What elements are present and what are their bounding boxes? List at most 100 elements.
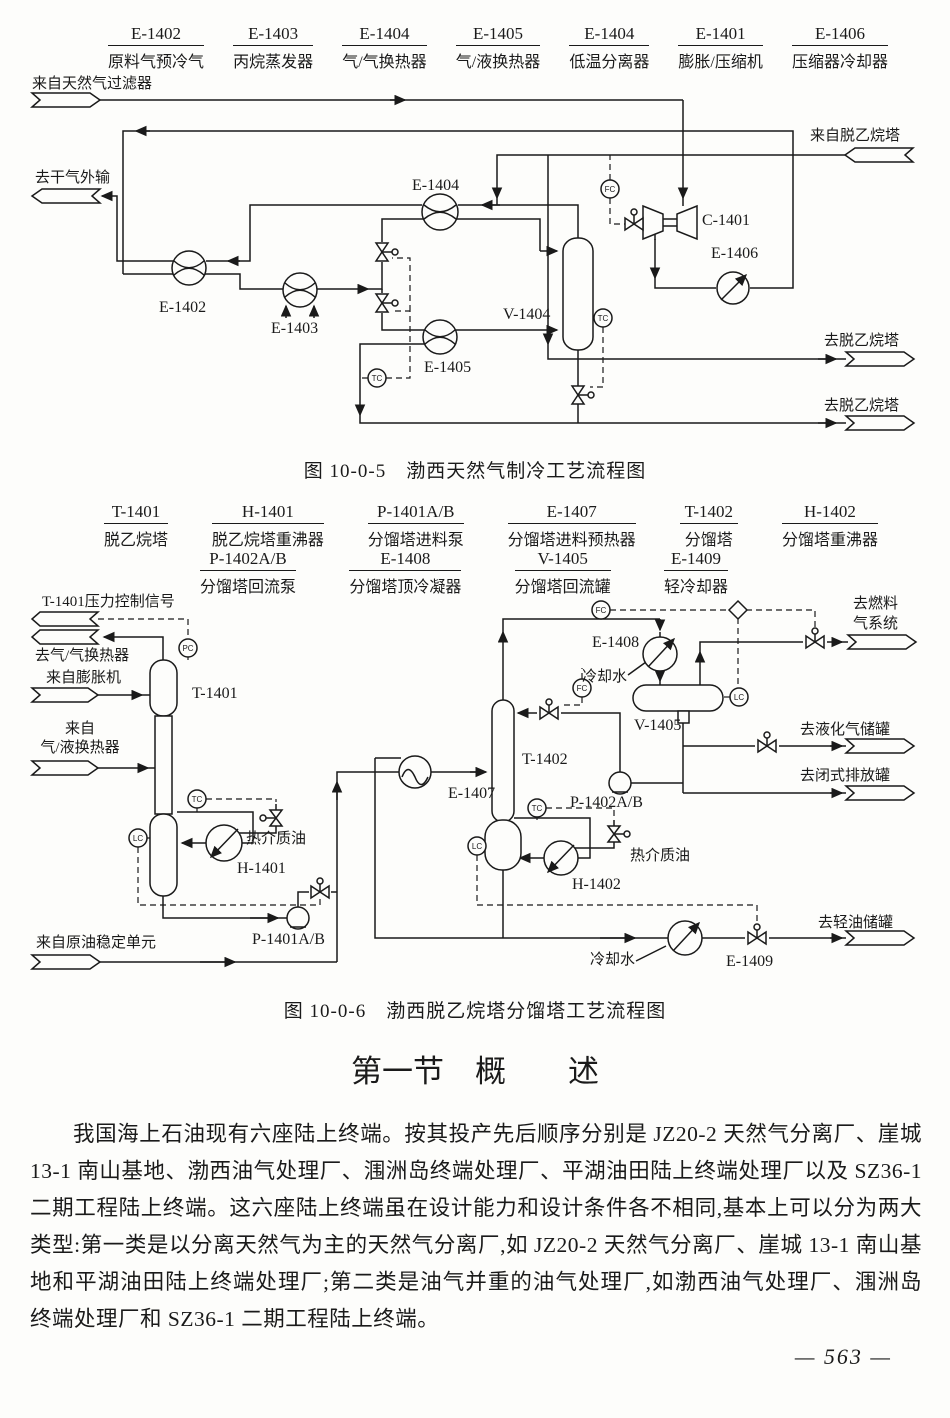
process-lines — [100, 94, 846, 429]
banner-in-expander — [30, 687, 100, 703]
legend-item: P-1402A/B 分馏塔回流泵 — [200, 549, 297, 597]
reboiler-h1402 — [543, 840, 579, 876]
banner-out-gasgas-hx — [30, 629, 100, 645]
equipment-name: 轻冷却器 — [663, 579, 728, 596]
equipment-tag: H-1401 — [211, 502, 324, 524]
banner-pressure-signal — [30, 611, 100, 627]
instrument-label: FC — [596, 606, 607, 615]
equipment-label: E-1409 — [726, 953, 773, 970]
equipment-label: E-1407 — [448, 785, 495, 802]
heat-exchanger-e1404 — [421, 193, 459, 231]
equipment-name: 气/气换热器 — [342, 54, 427, 71]
stream-label: 来自脱乙烷塔 — [810, 127, 900, 144]
banner-in-crude-unit — [30, 954, 102, 970]
instrument-label: FC — [605, 185, 616, 194]
instrument-lc-3: LC — [467, 836, 487, 856]
heat-exchanger-e1405 — [422, 319, 458, 355]
equipment-tag: E-1407 — [507, 502, 636, 524]
stream-banner-out-deethanizer-1 — [844, 351, 916, 367]
stream-label: 去轻油储罐 — [818, 914, 893, 931]
instrument-label: LC — [472, 842, 482, 851]
equipment-name: 分馏塔进料预热器 — [507, 532, 636, 549]
figure1-caption: 图 10-0-5 渤西天然气制冷工艺流程图 — [303, 461, 647, 482]
stream-label: 去燃料 — [853, 594, 898, 612]
equipment-tag: T-1401 — [104, 502, 169, 524]
equipment-name: 压缩器冷却器 — [791, 54, 888, 71]
pump-p1402 — [608, 771, 632, 795]
stream-label: 去闭式排放罐 — [800, 767, 890, 784]
process-lines — [98, 618, 848, 968]
stream-banner-in-filter — [30, 92, 102, 108]
fuel-gas-valve — [805, 627, 825, 650]
equipment-label: E-1405 — [424, 359, 471, 376]
stream-banner-in-deethanizer — [843, 147, 915, 163]
equipment-name: 分馏塔回流罐 — [514, 579, 611, 596]
equipment-tag: E-1403 — [233, 24, 314, 46]
body-paragraph: 我国海上石油现有六座陆上终端。按其投产先后顺序分别是 JZ20-2 天然气分离厂… — [30, 1122, 922, 1331]
instrument-label: TC — [598, 314, 609, 323]
utility-label: 热介质油 — [246, 830, 306, 847]
instrument-lc-2: LC — [729, 687, 749, 707]
reflux-valve — [539, 698, 559, 721]
legend-item: V-1405 分馏塔回流罐 — [514, 549, 611, 597]
jt-valve-2 — [374, 293, 399, 313]
stream-label: 去干气外输 — [35, 169, 110, 186]
legend-item: T-1402 分馏塔 — [679, 502, 739, 550]
equipment-tag: T-1402 — [679, 502, 739, 524]
equipment-tag: E-1401 — [678, 24, 763, 46]
figure2-legend-row2: P-1402A/B 分馏塔回流泵 E-1408 分馏塔顶冷凝器 V-1405 分馏塔回… — [200, 549, 728, 597]
legend-item: E-1407 分馏塔进料预热器 — [507, 502, 636, 550]
equipment-tag: V-1405 — [514, 549, 611, 571]
banner-out-light-oil — [844, 930, 916, 946]
instrument-fc-1: FC — [591, 600, 611, 620]
equipment-name: 脱乙烷塔重沸器 — [211, 532, 324, 549]
heat-exchanger-e1402 — [171, 250, 207, 286]
banner-in-gasliquid-hx — [30, 760, 100, 776]
logic-diamond — [727, 599, 749, 621]
banner-out-lpg — [844, 738, 916, 754]
equipment-label: C-1401 — [702, 212, 750, 229]
equipment-name: 分馏塔回流泵 — [200, 579, 297, 596]
equipment-tag: P-1402A/B — [200, 549, 297, 571]
instrument-pc: PC — [178, 638, 198, 658]
stream-label: 来自原油稳定单元 — [36, 934, 156, 951]
instrument-tc-2: TC — [367, 368, 387, 388]
heat-exchanger-e1403 — [282, 272, 318, 308]
stream-label: 来自膨胀机 — [46, 669, 121, 686]
instrument-fc-2: FC — [572, 678, 592, 698]
equipment-name: 分馏塔 — [684, 532, 733, 549]
instrument-tc-1: TC — [593, 308, 613, 328]
equipment-tag: E-1402 — [108, 24, 205, 46]
instrument-label: LC — [734, 693, 744, 702]
equipment-label: V-1405 — [634, 717, 681, 734]
utility-label: 冷却水 — [582, 668, 627, 685]
instrument-lc-1: LC — [128, 828, 148, 848]
utility-label: 热介质油 — [630, 847, 690, 864]
page-number: — 563 — — [794, 1344, 892, 1369]
equipment-tag: E-1409 — [663, 549, 728, 571]
instrument-label: PC — [182, 644, 193, 653]
banner-out-fuel-gas — [846, 634, 918, 650]
stream-label: 去气/气换热器 — [35, 647, 129, 664]
equipment-tag: E-1405 — [455, 24, 541, 46]
equipment-name: 分馏塔顶冷凝器 — [349, 579, 462, 596]
equipment-label: H-1402 — [572, 876, 621, 893]
equipment-tag: E-1404 — [569, 24, 650, 46]
cooler-e1408 — [642, 636, 678, 672]
legend-item: E-1409 轻冷却器 — [663, 549, 728, 597]
figure1-diagram: FC TC TC 来自天然气过滤器 去干气外输 来自脱乙烷塔 去脱乙烷塔 去脱乙… — [30, 75, 916, 431]
figure2-diagram: PC TC LC FC FC LC TC LC — [30, 593, 918, 970]
equipment-tag: E-1408 — [349, 549, 462, 571]
cooler-e1406 — [716, 271, 750, 305]
hot-oil-valve-h1401 — [259, 809, 284, 827]
stream-label: T-1401压力控制信号 — [42, 593, 175, 610]
utility-label: 冷却水 — [590, 951, 635, 968]
stream-label: 去脱乙烷塔 — [824, 397, 899, 414]
